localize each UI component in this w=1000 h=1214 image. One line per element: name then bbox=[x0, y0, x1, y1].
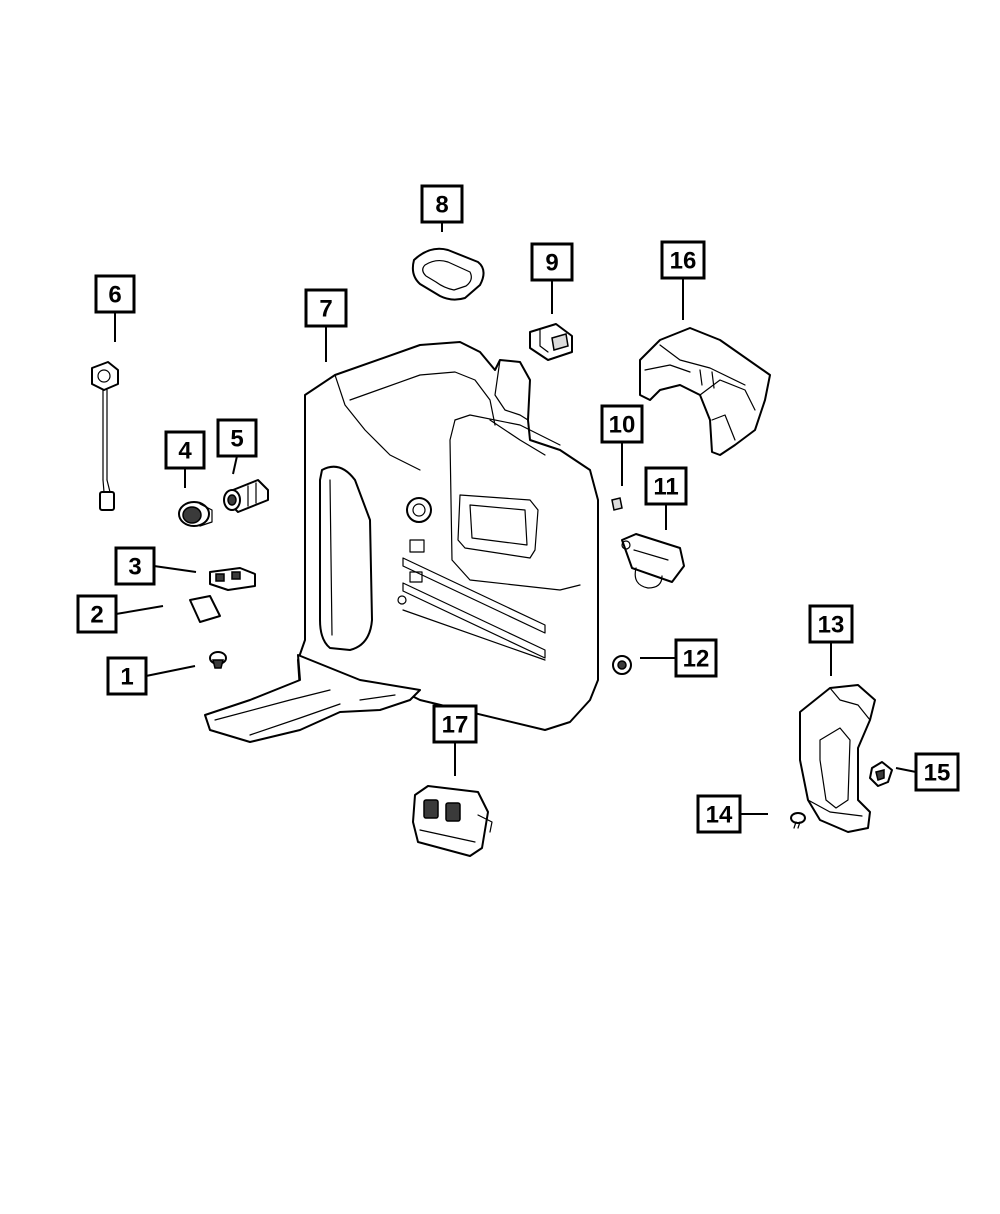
part-5-socket bbox=[223, 479, 269, 513]
callout-1: 1 bbox=[106, 656, 196, 696]
callout-box-5 bbox=[216, 418, 258, 458]
callout-label-5: 5 bbox=[230, 426, 243, 453]
callout-box-4 bbox=[164, 430, 206, 470]
callout-label-2: 2 bbox=[90, 602, 103, 629]
part-4-power-outlet bbox=[178, 501, 213, 527]
callout-7: 7 bbox=[304, 288, 348, 362]
callout-label-4: 4 bbox=[178, 438, 192, 465]
callout-label-17: 17 bbox=[442, 712, 469, 739]
callout-box-8 bbox=[420, 184, 464, 224]
callout-label-7: 7 bbox=[319, 296, 332, 323]
part-11-module bbox=[621, 533, 685, 589]
callout-label-9: 9 bbox=[545, 250, 558, 277]
leader-line-3 bbox=[153, 565, 197, 573]
callout-16: 16 bbox=[660, 240, 706, 320]
part-10-clip bbox=[611, 497, 623, 511]
callout-5: 5 bbox=[216, 418, 258, 475]
callout-box-3 bbox=[114, 546, 156, 586]
callout-4: 4 bbox=[164, 430, 206, 488]
callout-label-3: 3 bbox=[128, 554, 141, 581]
part-13-pillar-trim bbox=[799, 684, 876, 833]
part-9-bracket bbox=[529, 323, 573, 361]
callout-11: 11 bbox=[644, 466, 688, 530]
callout-label-12: 12 bbox=[683, 646, 710, 673]
callout-label-8: 8 bbox=[435, 192, 448, 219]
callout-label-16: 16 bbox=[670, 248, 697, 275]
callout-box-1 bbox=[106, 656, 148, 696]
part-16-wheelhouse-trim bbox=[639, 327, 771, 456]
leader-line-15 bbox=[895, 767, 917, 773]
callout-13: 13 bbox=[808, 604, 854, 676]
part-1-push-clip bbox=[209, 651, 227, 669]
part-14-screw bbox=[790, 812, 806, 829]
part-7-quarter-trim-panel bbox=[204, 341, 599, 743]
callout-12: 12 bbox=[640, 638, 718, 678]
callout-box-16 bbox=[660, 240, 706, 280]
callout-label-6: 6 bbox=[108, 282, 121, 309]
callout-6: 6 bbox=[94, 274, 136, 342]
part-3-switch bbox=[209, 567, 256, 591]
leader-line-2 bbox=[115, 605, 164, 615]
callout-box-13 bbox=[808, 604, 854, 644]
callout-label-15: 15 bbox=[924, 760, 951, 787]
callout-box-17 bbox=[432, 704, 478, 744]
part-8-bezel bbox=[411, 247, 485, 301]
callout-15: 15 bbox=[895, 752, 960, 792]
leader-line-1 bbox=[145, 665, 196, 677]
callout-9: 9 bbox=[530, 242, 574, 314]
callout-2: 2 bbox=[76, 594, 164, 634]
part-2-cover-plate bbox=[189, 595, 221, 623]
part-6-wiring-harness bbox=[91, 361, 119, 511]
callout-box-12 bbox=[674, 638, 718, 678]
callout-14: 14 bbox=[696, 794, 768, 834]
callout-box-10 bbox=[600, 404, 644, 444]
part-15-retainer-clip bbox=[869, 761, 893, 787]
callout-box-6 bbox=[94, 274, 136, 314]
callout-label-13: 13 bbox=[818, 612, 845, 639]
callout-3: 3 bbox=[114, 546, 197, 586]
callout-box-9 bbox=[530, 242, 574, 282]
callout-label-10: 10 bbox=[609, 412, 636, 439]
callout-box-7 bbox=[304, 288, 348, 328]
callout-label-1: 1 bbox=[120, 664, 133, 691]
callout-17: 17 bbox=[432, 704, 478, 776]
leader-line-5 bbox=[232, 455, 238, 475]
callout-label-11: 11 bbox=[653, 474, 678, 501]
callout-box-2 bbox=[76, 594, 118, 634]
callout-box-11 bbox=[644, 466, 688, 506]
callout-10: 10 bbox=[600, 404, 644, 486]
callout-label-14: 14 bbox=[706, 802, 733, 829]
callout-box-15 bbox=[914, 752, 960, 792]
callout-8: 8 bbox=[420, 184, 464, 232]
callout-box-14 bbox=[696, 794, 742, 834]
part-17-outlet-bezel bbox=[412, 785, 493, 857]
part-12-push-nut bbox=[612, 655, 632, 675]
